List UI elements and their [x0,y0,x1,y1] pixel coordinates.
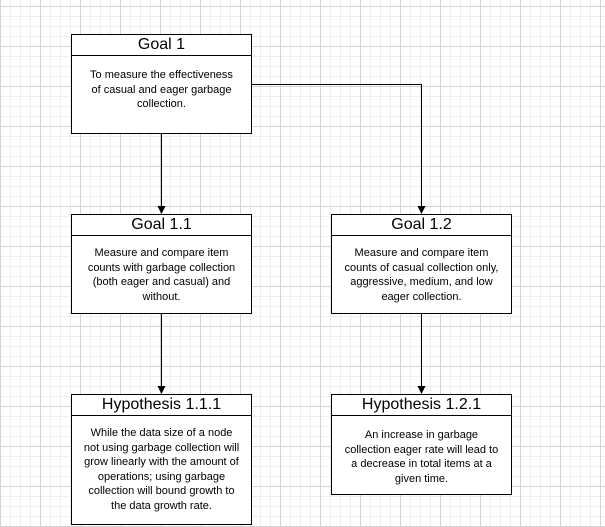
goal-1-2-node[interactable]: Goal 1.2 Measure and compare item counts… [331,214,512,314]
goal-1-title: Goal 1 [72,35,251,56]
goal-1-1-text: Measure and compare item counts with gar… [87,247,236,303]
edge-goal1-to-goal12 [252,84,426,214]
hypothesis-1-1-1-node[interactable]: Hypothesis 1.1.1 While the data size of … [71,394,252,525]
goal-1-1-title: Goal 1.1 [72,215,251,236]
goal-1-2-title: Goal 1.2 [332,215,511,236]
hypothesis-1-2-1-title: Hypothesis 1.2.1 [332,395,511,416]
goal-1-node[interactable]: Goal 1 To measure the effectiveness of c… [71,34,252,134]
goal-1-text: To measure the effectiveness of casual a… [90,69,233,110]
hypothesis-1-2-1-text: An increase in garbage collection eager … [344,429,499,485]
hypothesis-1-1-1-text: While the data size of a node not using … [83,427,240,512]
goal-1-2-text: Measure and compare item counts of casua… [344,247,499,303]
hypothesis-1-2-1-node[interactable]: Hypothesis 1.2.1 An increase in garbage … [331,394,512,495]
goal-1-1-node[interactable]: Goal 1.1 Measure and compare item counts… [71,214,252,314]
hypothesis-1-1-1-title: Hypothesis 1.1.1 [72,395,251,416]
